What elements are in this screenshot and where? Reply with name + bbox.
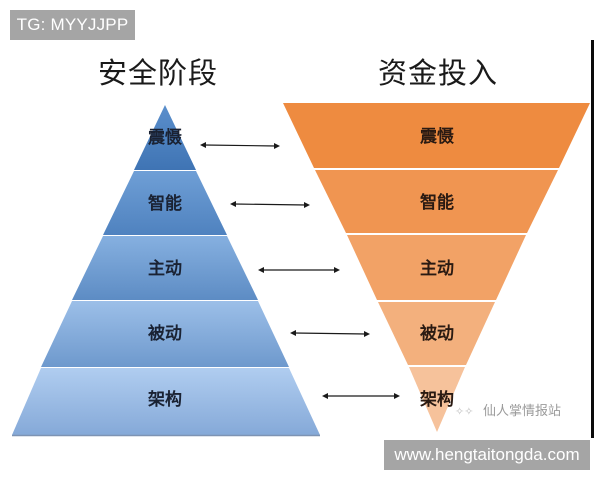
funding-investment-title: 资金投入	[378, 56, 499, 90]
bidirectional-arrow-icon	[290, 330, 370, 337]
tg-tag-overlay: TG: MYYJJPP	[10, 10, 135, 40]
pyramid-level-4	[41, 301, 289, 367]
vertical-separator-line	[591, 40, 594, 438]
funnel-label-passive: 被动	[420, 323, 454, 344]
security-stage-title: 安全阶段	[98, 56, 219, 90]
pyramid-label-passive: 被动	[148, 323, 182, 344]
bidirectional-arrow-icon	[322, 393, 400, 399]
funnel-label-architecture: 架构	[420, 389, 454, 410]
pyramid-level-3	[72, 236, 258, 300]
pyramid-label-deterrence: 震慑	[147, 127, 182, 148]
funnel-level-4	[378, 302, 495, 365]
watermark: ✧✧ 仙人掌情报站	[455, 400, 561, 419]
funnel-label-active: 主动	[420, 258, 454, 279]
bidirectional-arrow-icon	[230, 201, 310, 208]
watermark-text: 仙人掌情报站	[483, 404, 562, 419]
bidirectional-arrow-icon	[258, 267, 340, 273]
pyramid-level-2	[103, 171, 227, 235]
funnel-level-1	[283, 103, 590, 168]
funnel-level-5	[409, 367, 465, 432]
pyramid-label-intelligent: 智能	[148, 193, 182, 214]
wechat-icon: ✧✧	[455, 405, 474, 418]
security-pyramid	[12, 105, 320, 437]
funnel-level-3	[347, 235, 526, 300]
pyramid-label-active: 主动	[148, 258, 182, 279]
funding-funnel	[283, 103, 590, 432]
pyramid-level-5	[12, 368, 320, 435]
funnel-level-2	[315, 170, 558, 233]
pyramid-level-1	[134, 105, 196, 170]
site-url-overlay: www.hengtaitongda.com	[384, 440, 590, 470]
connector-arrows	[200, 142, 400, 399]
bidirectional-arrow-icon	[200, 142, 280, 149]
funnel-label-intelligent: 智能	[420, 192, 454, 213]
pyramid-label-architecture: 架构	[148, 389, 182, 410]
funnel-label-deterrence: 震慑	[419, 126, 454, 147]
